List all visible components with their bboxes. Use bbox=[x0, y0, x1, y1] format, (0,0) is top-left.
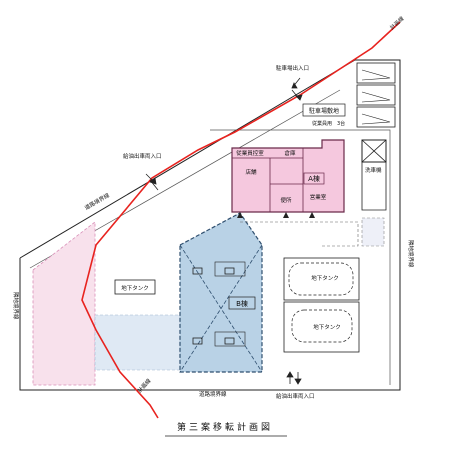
shop-label: 店舗 bbox=[245, 168, 257, 176]
entry-mark-3 bbox=[309, 212, 315, 218]
plan-boundary-bottom-label: 計画線 bbox=[136, 376, 153, 394]
building-b-label: B棟 bbox=[236, 299, 248, 308]
neighbor-land-west-label: 隣地境界線 bbox=[12, 292, 20, 320]
plan-boundary-top-label: 計画線 bbox=[388, 14, 406, 31]
building-b-area bbox=[179, 212, 263, 373]
office-label: 営業室 bbox=[310, 193, 327, 201]
parking-space-1 bbox=[356, 62, 396, 84]
road-boundary-south-label: 道路境界線 bbox=[199, 390, 227, 398]
arrow-north-entrance bbox=[145, 173, 159, 191]
car-wash-lane bbox=[361, 162, 387, 211]
parking-space-3 bbox=[356, 106, 396, 128]
west-area bbox=[32, 221, 96, 386]
fuel-truck-entrance-north-label: 給油出車両入口 bbox=[123, 152, 162, 160]
building-b-diagonal-2 bbox=[179, 244, 263, 373]
parking-entrance-label: 駐車場出入口 bbox=[276, 64, 309, 72]
parking-space-2 bbox=[356, 84, 396, 106]
plan-line bbox=[81, 21, 401, 419]
underground-tank-small-box bbox=[114, 279, 156, 295]
parking-mark-3 bbox=[361, 113, 391, 125]
road-boundary-west-label: 道路境界線 bbox=[83, 191, 111, 212]
parking-note: 従業員用 3台 bbox=[312, 120, 345, 127]
dashed-outline-east bbox=[240, 221, 359, 247]
underground-tank-small-label: 地下タンク bbox=[121, 284, 149, 292]
arrow-parking-entrance bbox=[291, 77, 303, 101]
east-inner-boundary bbox=[210, 129, 391, 385]
parking-lot-label: 駐車場敷地 bbox=[309, 107, 339, 115]
pump-island-2 bbox=[214, 331, 246, 347]
building-b-label-box bbox=[228, 296, 256, 310]
pump-3 bbox=[192, 337, 203, 345]
toilet-label: 便所 bbox=[280, 196, 292, 204]
car-wash-label: 洗車機 bbox=[365, 166, 382, 174]
warehouse-label: 倉庫 bbox=[284, 149, 296, 157]
car-wash-x-2 bbox=[361, 139, 387, 163]
diagram-title: 第三案移転計画図 bbox=[177, 421, 273, 433]
tank-upper-dashed bbox=[288, 262, 354, 296]
fuel-truck-entrance-south-label: 給油出車両入口 bbox=[276, 392, 315, 400]
arrow-south-entrance bbox=[286, 371, 302, 385]
building-a-label-box bbox=[303, 172, 325, 185]
light-blue-strip bbox=[94, 314, 181, 371]
pump-4 bbox=[224, 337, 235, 345]
entry-mark-1 bbox=[237, 212, 243, 218]
pump-2 bbox=[224, 267, 235, 275]
employee-office-label: 従業員控室 bbox=[236, 149, 264, 157]
tank-lower-frame bbox=[283, 301, 360, 353]
site-boundary bbox=[19, 59, 401, 391]
neighbor-land-east-label: 隣地境界線 bbox=[407, 240, 415, 268]
underground-tank-right-lower-label: 地下タンク bbox=[313, 323, 341, 331]
pump-island-1 bbox=[214, 261, 246, 277]
dashed-area-east bbox=[361, 217, 385, 247]
tank-lower-dashed bbox=[291, 309, 353, 343]
entry-mark-2 bbox=[283, 212, 289, 218]
parking-lot-label-box bbox=[302, 103, 346, 117]
tank-upper-frame bbox=[283, 257, 360, 301]
underground-tank-right-upper-label: 地下タンク bbox=[311, 274, 339, 282]
pump-1 bbox=[192, 267, 203, 275]
building-a-label: A棟 bbox=[308, 174, 320, 183]
parking-mark-2 bbox=[361, 91, 391, 103]
parking-mark-1 bbox=[361, 69, 391, 81]
